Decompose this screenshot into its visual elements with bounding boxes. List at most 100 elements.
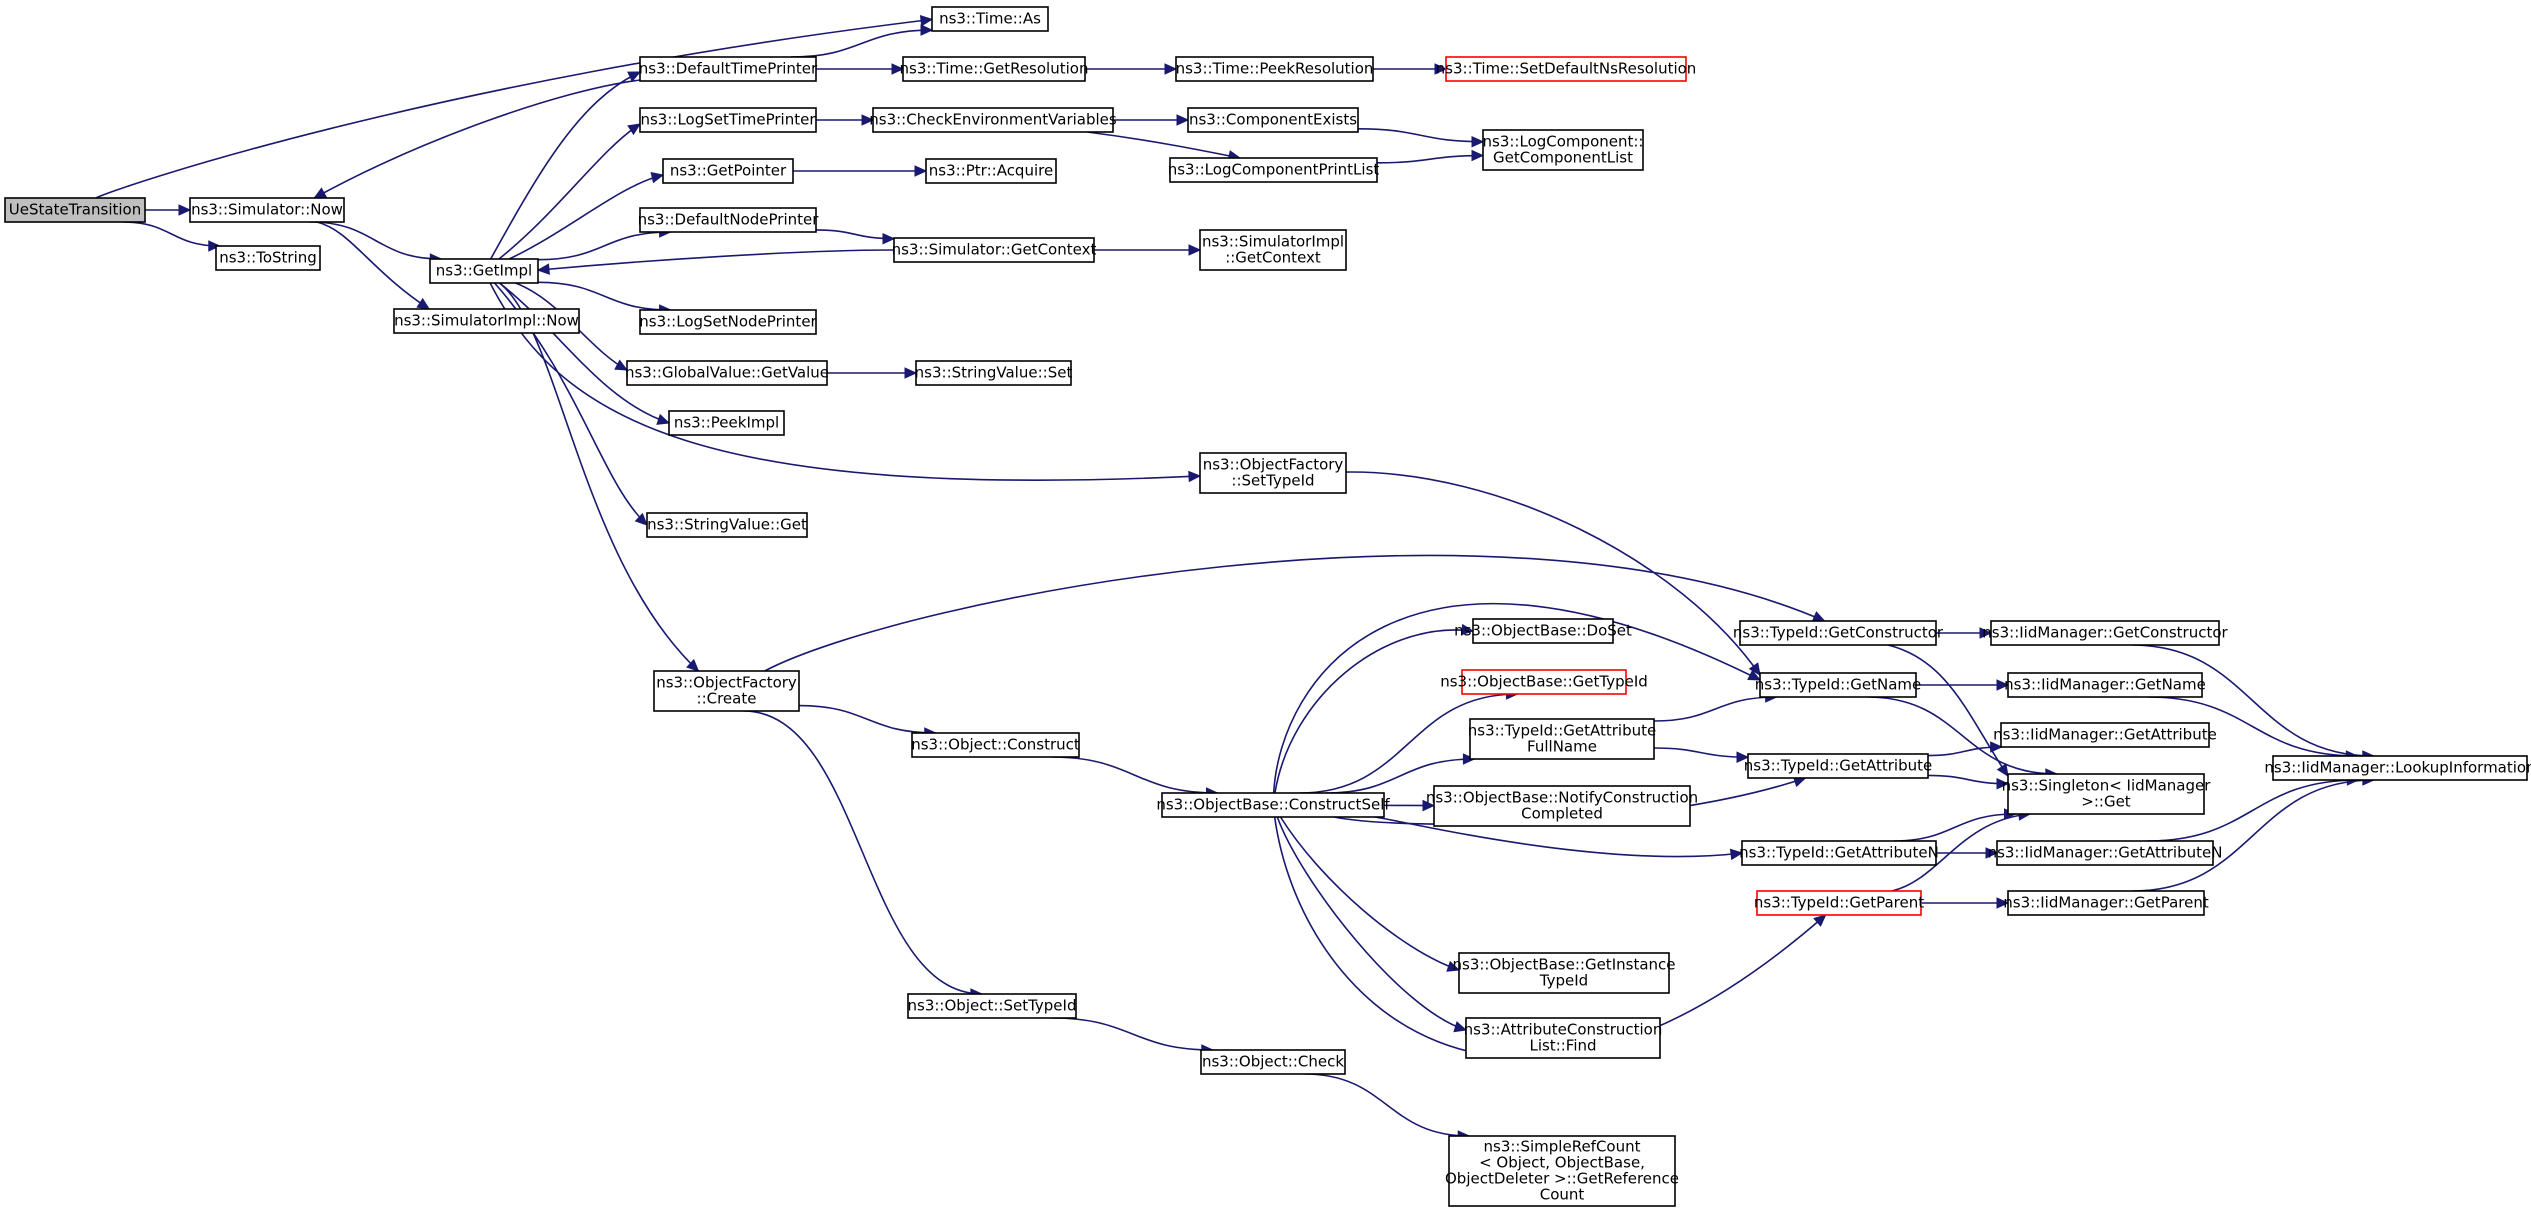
call-edge-ue-to-timeas xyxy=(95,15,934,199)
node-dnp[interactable]: ns3::DefaultNodePrinter xyxy=(638,207,820,233)
arrowhead xyxy=(627,123,642,136)
node-peekres[interactable]: ns3::Time::PeekResolution xyxy=(1175,56,1374,82)
node-notifyconstr[interactable]: ns3::ObjectBase::NotifyConstructionCompl… xyxy=(1426,785,1698,827)
node-tidgetattributen[interactable]: ns3::TypeId::GetAttributeN xyxy=(1739,840,1939,866)
node-simgetctx[interactable]: ns3::Simulator::GetContext xyxy=(892,237,1097,263)
node-tidgetname[interactable]: ns3::TypeId::GetName xyxy=(1755,672,1921,698)
arrowhead xyxy=(1813,914,1827,927)
node-tidgetattribute[interactable]: ns3::TypeId::GetAttribute xyxy=(1744,753,1932,779)
node-box xyxy=(646,512,808,538)
arrowhead xyxy=(634,512,648,526)
node-tidgetparent[interactable]: ns3::TypeId::GetParent xyxy=(1754,890,1924,916)
node-objcheck[interactable]: ns3::Object::Check xyxy=(1200,1049,1346,1075)
node-objsettypeid[interactable]: ns3::Object::SetTypeId xyxy=(907,993,1077,1019)
arrowhead xyxy=(1985,847,1999,859)
node-obgettypeid[interactable]: ns3::ObjectBase::GetTypeId xyxy=(1440,669,1648,695)
node-box xyxy=(1458,952,1670,994)
node-label: ns3::Time::SetDefaultNsResolution xyxy=(1436,59,1697,77)
node-lstp[interactable]: ns3::LogSetTimePrinter xyxy=(639,107,817,133)
call-edge-simgetctx-to-simimplgetctx xyxy=(1093,244,1202,256)
node-label: ns3::LogComponentPrintList xyxy=(1168,160,1380,178)
call-edge-getimpl-to-peekimpl xyxy=(498,282,671,425)
node-lookupinfo[interactable]: ns3::IidManager::LookupInformation xyxy=(2264,755,2531,781)
call-edge-getimpl-to-lstp xyxy=(498,123,642,260)
call-edge-tidgetconstructor-to-singletonget xyxy=(1887,644,2009,777)
node-simplerefcount[interactable]: ns3::SimpleRefCount< Object, ObjectBase,… xyxy=(1445,1135,1679,1207)
node-iidgetname[interactable]: ns3::IidManager::GetName xyxy=(2004,672,2206,698)
node-label: ns3::IidManager::GetParent xyxy=(2003,893,2209,911)
node-iidgetconstructor[interactable]: ns3::IidManager::GetConstructor xyxy=(1982,620,2229,646)
arrowhead xyxy=(313,187,328,199)
node-getpointer[interactable]: ns3::GetPointer xyxy=(662,158,794,184)
arrowhead xyxy=(1462,753,1476,765)
node-box xyxy=(1199,452,1347,494)
node-iidgetattributen[interactable]: ns3::IidManager::GetAttributeN xyxy=(1988,840,2223,866)
arrowhead xyxy=(1188,244,1202,256)
node-lcpl[interactable]: ns3::LogComponentPrintList xyxy=(1168,157,1380,183)
node-checkenv[interactable]: ns3::CheckEnvironmentVariables xyxy=(869,107,1117,133)
node-ofsettypeid[interactable]: ns3::ObjectFactory::SetTypeId xyxy=(1199,452,1347,494)
node-compexists[interactable]: ns3::ComponentExists xyxy=(1187,107,1359,133)
node-label: FullName xyxy=(1527,737,1597,755)
node-label: ns3::ObjectFactory xyxy=(656,673,797,691)
node-strvalget[interactable]: ns3::StringValue::Get xyxy=(646,512,808,538)
call-edge-tidgetattrfull-to-tidgetname xyxy=(1653,691,1778,722)
node-box xyxy=(1199,229,1347,271)
node-constructself[interactable]: ns3::ObjectBase::ConstructSelf xyxy=(1156,792,1390,818)
arrowhead xyxy=(1434,63,1448,75)
node-box xyxy=(1482,129,1644,171)
node-box xyxy=(1461,669,1627,695)
call-edge-compexists-to-getcomplist xyxy=(1357,127,1485,148)
node-singletonget[interactable]: ns3::Singleton< IidManager>::Get xyxy=(2002,773,2212,815)
node-getcomplist[interactable]: ns3::LogComponent::GetComponentList xyxy=(1482,129,1644,171)
node-ptracquire[interactable]: ns3::Ptr::Acquire xyxy=(925,158,1057,184)
arrowhead xyxy=(1736,751,1750,763)
arrowhead xyxy=(904,367,918,379)
node-iidgetparent[interactable]: ns3::IidManager::GetParent xyxy=(2003,890,2209,916)
call-edge-objsettypeid-to-objcheck xyxy=(1052,1017,1214,1056)
node-label: ns3::TypeId::GetName xyxy=(1755,675,1921,693)
node-timeas[interactable]: ns3::Time::As xyxy=(931,6,1049,32)
node-simimplgetctx[interactable]: ns3::SimulatorImpl::GetContext xyxy=(1199,229,1347,271)
node-label: ::GetContext xyxy=(1225,248,1321,266)
node-ofcreate[interactable]: ns3::ObjectFactory::Create xyxy=(653,670,800,712)
call-edge-checkenv-to-compexists xyxy=(1113,114,1190,126)
call-edge-constructself-to-attrconstrfind xyxy=(1276,816,1468,1033)
call-edge-peekres-to-setdefres xyxy=(1373,63,1448,75)
node-simimplnow[interactable]: ns3::SimulatorImpl::Now xyxy=(393,308,580,334)
node-getres[interactable]: ns3::Time::GetResolution xyxy=(900,56,1089,82)
call-edge-constructself-to-notifyconstr xyxy=(1383,799,1436,812)
node-gvgetvalue[interactable]: ns3::GlobalValue::GetValue xyxy=(625,360,829,386)
node-label: ns3::DefaultNodePrinter xyxy=(638,210,820,228)
node-doset[interactable]: ns3::ObjectBase::DoSet xyxy=(1454,618,1632,644)
node-tostring[interactable]: ns3::ToString xyxy=(215,245,321,271)
node-box xyxy=(925,158,1057,184)
arrowhead xyxy=(914,165,928,177)
node-label: ns3::IidManager::LookupInformation xyxy=(2264,758,2531,776)
node-label: ::SetTypeId xyxy=(1231,471,1314,489)
node-lsnp[interactable]: ns3::LogSetNodePrinter xyxy=(639,309,818,335)
node-label: ::Create xyxy=(697,689,757,707)
node-tidgetconstructor[interactable]: ns3::TypeId::GetConstructor xyxy=(1733,620,1944,646)
node-box xyxy=(626,360,828,386)
node-getimpl[interactable]: ns3::GetImpl xyxy=(429,258,539,284)
node-peekimpl[interactable]: ns3::PeekImpl xyxy=(668,410,785,436)
node-strvalset[interactable]: ns3::StringValue::Set xyxy=(915,360,1073,386)
node-box xyxy=(639,107,817,133)
call-edge-getimpl-to-ofsettypeid xyxy=(489,282,1202,483)
node-ue[interactable]: UeStateTransition xyxy=(4,197,146,223)
node-box xyxy=(1433,785,1691,827)
node-objconstruct[interactable]: ns3::Object::Construct xyxy=(911,732,1080,758)
arrowhead xyxy=(1979,627,1993,639)
arrowhead xyxy=(920,24,934,36)
arrowhead xyxy=(1996,679,2010,691)
node-iidgetattribute[interactable]: ns3::IidManager::GetAttribute xyxy=(1993,722,2217,748)
node-setdefres[interactable]: ns3::Time::SetDefaultNsResolution xyxy=(1436,56,1697,82)
node-dtp[interactable]: ns3::DefaultTimePrinter xyxy=(639,56,818,82)
node-simnow[interactable]: ns3::Simulator::Now xyxy=(189,197,345,223)
arrowhead xyxy=(882,232,896,245)
node-box xyxy=(393,308,580,334)
